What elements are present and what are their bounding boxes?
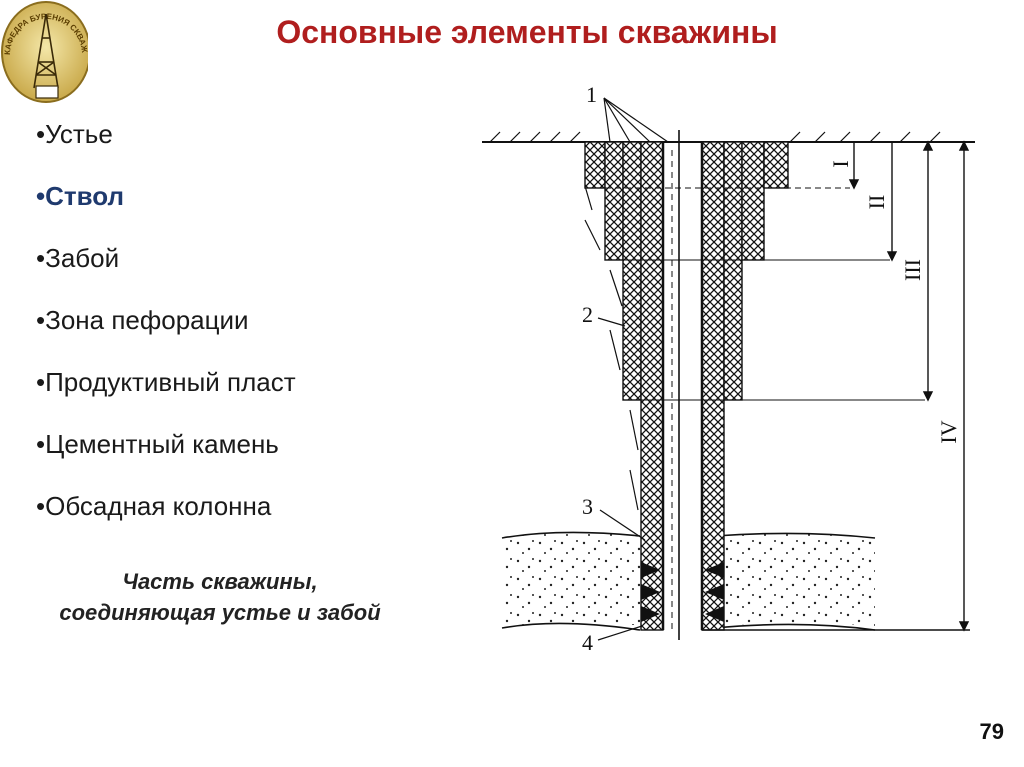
- label-1: 1: [586, 82, 597, 107]
- definition-text: Часть скважины, соединяющая устье и забо…: [59, 569, 381, 625]
- interval-arrows: [848, 140, 970, 632]
- list-item: Обсадная колонна: [36, 486, 296, 548]
- productive-formation: [502, 532, 640, 628]
- leader-lines: [597, 97, 669, 641]
- formation-bottom-line: [714, 623, 876, 631]
- conductor-cement: [763, 141, 789, 189]
- label-3: 3: [582, 494, 593, 519]
- interval-label-iii: III: [900, 259, 925, 281]
- production-cement: [640, 141, 664, 631]
- surface-casing-cement: [741, 141, 765, 261]
- productive-formation-right: [715, 533, 875, 626]
- production-cement: [701, 141, 725, 631]
- department-logo: КАФЕДРА БУРЕНИЯ СКВАЖИН: [0, 0, 88, 103]
- intermediate-cement: [622, 141, 642, 401]
- perforation-zone: [641, 562, 724, 622]
- intermediate-cement: [723, 141, 743, 401]
- label-4: 4: [582, 630, 593, 655]
- book-icon: [35, 85, 59, 99]
- well-diagram: I II III IV 1 2 3 4: [482, 82, 975, 655]
- surface-casing-cement: [604, 141, 624, 261]
- formation-top-line: [714, 532, 876, 539]
- list-item: Зона пефорации: [36, 300, 296, 362]
- list-item: Забой: [36, 238, 296, 300]
- interval-label-iv: IV: [936, 420, 961, 443]
- list-item: Цементный камень: [36, 424, 296, 486]
- conductor-cement: [584, 141, 606, 189]
- label-2: 2: [582, 302, 593, 327]
- list-item: Устье: [36, 114, 296, 176]
- formation-top-line: [501, 531, 641, 539]
- list-item-active: Ствол: [36, 176, 296, 238]
- list-item: Продуктивный пласт: [36, 362, 296, 424]
- derrick-icon: [33, 13, 59, 89]
- elements-list: Устье Ствол Забой Зона пефорации Продукт…: [36, 114, 296, 548]
- interval-label-i: I: [828, 160, 853, 167]
- page-number: 79: [979, 719, 1004, 744]
- slide-title: Основные элементы скважины: [276, 14, 778, 50]
- borehole-wall: [584, 185, 639, 511]
- formation-bottom-line: [501, 622, 641, 631]
- interval-label-ii: II: [864, 195, 889, 210]
- ground-hatching: [489, 131, 941, 143]
